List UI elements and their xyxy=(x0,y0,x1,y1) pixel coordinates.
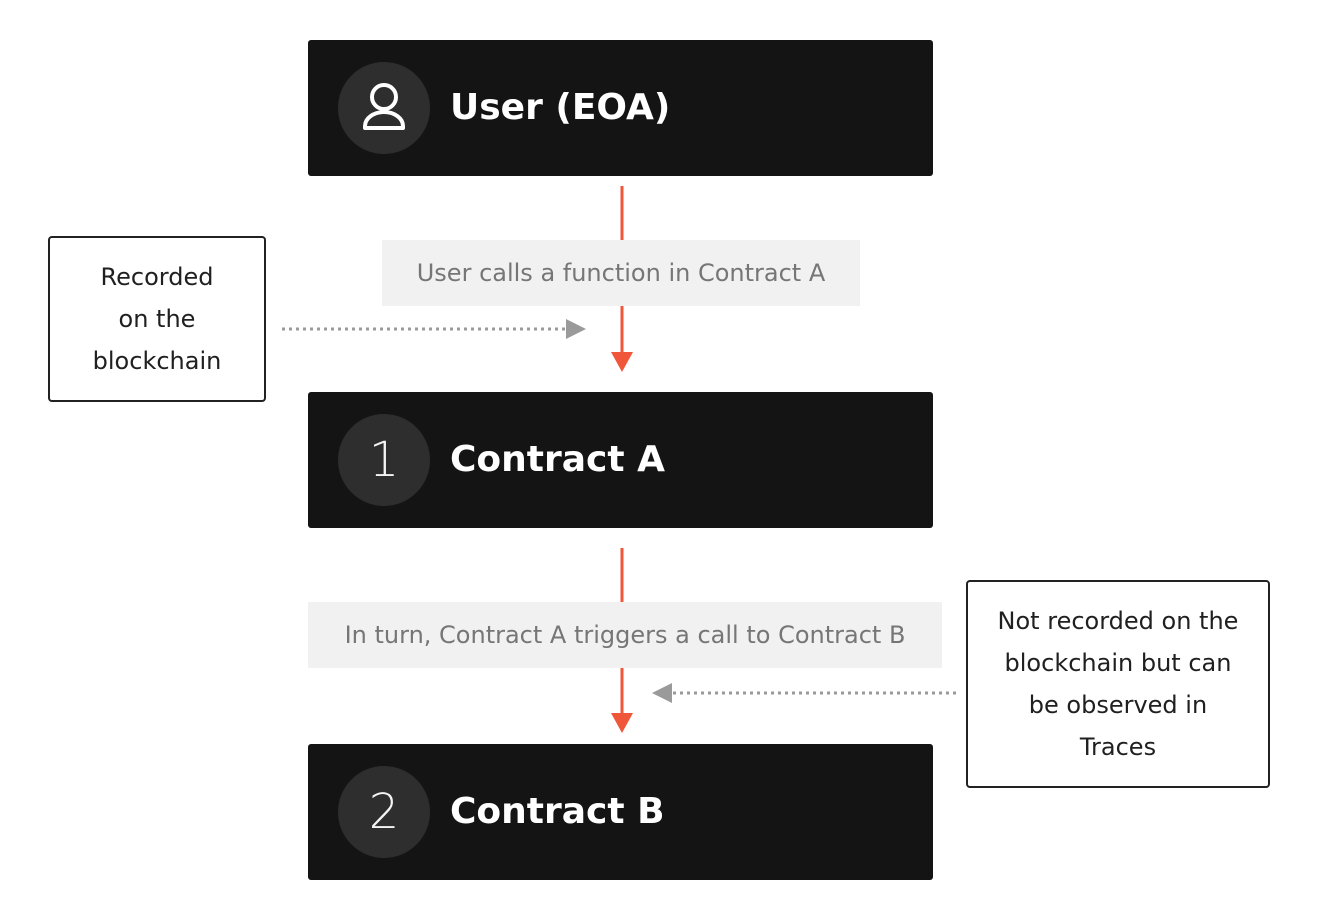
node-contract-a-title: Contract A xyxy=(450,439,665,480)
node-user: User (EOA) xyxy=(308,40,933,176)
note-not-recorded-text: Not recorded on the blockchain but can b… xyxy=(998,600,1239,768)
pointer-not-recorded-head xyxy=(652,683,672,703)
node-contract-b-title: Contract B xyxy=(450,791,665,832)
user-icon xyxy=(363,83,405,130)
contract-a-number: 1 xyxy=(368,432,400,488)
pointer-recorded-head xyxy=(566,319,586,339)
edge-label-user-to-a: User calls a function in Contract A xyxy=(382,240,860,306)
user-badge xyxy=(338,62,430,154)
contract-a-badge: 1 xyxy=(338,414,430,506)
note-recorded-line: on the xyxy=(118,305,196,333)
contract-b-number: 2 xyxy=(368,784,400,840)
edge-label-a-to-b: In turn, Contract A triggers a call to C… xyxy=(308,602,942,668)
note-recorded-on-chain: Recorded on the blockchain xyxy=(48,236,266,402)
node-user-title: User (EOA) xyxy=(450,87,671,128)
flow-arrow-a-to-b-head xyxy=(611,713,633,733)
note-recorded-text: Recorded on the blockchain xyxy=(93,256,222,382)
note-not-recorded-line: blockchain but can xyxy=(1004,649,1232,677)
note-recorded-line: blockchain xyxy=(92,347,222,375)
note-not-recorded-line: Traces xyxy=(1079,733,1157,761)
note-not-recorded-line: be observed in xyxy=(1028,691,1208,719)
node-contract-a: 1 Contract A xyxy=(308,392,933,528)
node-contract-b: 2 Contract B xyxy=(308,744,933,880)
note-not-recorded-traces: Not recorded on the blockchain but can b… xyxy=(966,580,1270,788)
note-recorded-line: Recorded xyxy=(100,263,214,291)
flow-arrow-user-to-a-head xyxy=(611,352,633,372)
contract-b-badge: 2 xyxy=(338,766,430,858)
note-not-recorded-line: Not recorded on the xyxy=(997,607,1239,635)
